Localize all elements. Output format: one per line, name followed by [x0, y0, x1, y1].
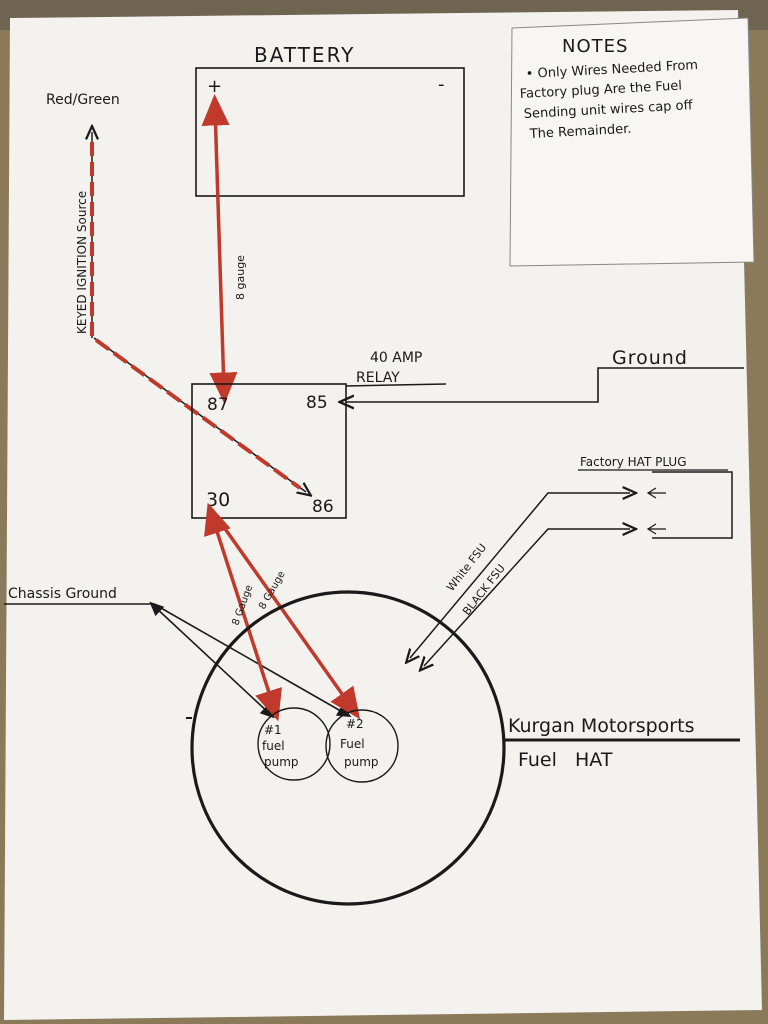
- fuel-pump-1: [257, 707, 331, 781]
- battery-plus: +: [207, 76, 222, 97]
- factory-plug-pin-1: [646, 487, 666, 499]
- chassis-ground-label: Chassis Ground: [8, 586, 117, 602]
- factory-plug-pin-2: [646, 523, 666, 535]
- relay-pin-86: 86: [312, 497, 334, 517]
- battery-wire-gauge: 8 gauge: [234, 255, 247, 300]
- notes-card: [509, 17, 755, 267]
- pump2-line-2: Fuel: [340, 737, 365, 751]
- factory-plug-label: Factory HAT PLUG: [580, 455, 687, 469]
- relay-pin-30: 30: [206, 489, 230, 511]
- relay-title-underline: [345, 383, 447, 387]
- relay-pin-85: 85: [306, 393, 328, 413]
- ignition-wire-diag-black: [93, 337, 306, 492]
- relay-pin-87: 87: [207, 395, 229, 415]
- ignition-source-label: KEYED IGNITION Source: [75, 191, 89, 334]
- battery-minus: -: [438, 74, 445, 95]
- fuel-hat-outline: [190, 590, 506, 906]
- fuel-hat-brand: Kurgan Motorsports: [508, 715, 694, 737]
- pump1-line-3: pump: [264, 755, 299, 769]
- ignition-wire-diag-red: [94, 338, 302, 490]
- pump1-line-1: #1: [264, 723, 282, 737]
- notes-title: NOTES: [562, 36, 628, 57]
- ground-label: Ground: [612, 347, 688, 369]
- relay-to-pump2-wire: [214, 514, 361, 720]
- relay-to-pump1-wire: [204, 502, 282, 722]
- pump1-line-2: fuel: [262, 739, 285, 753]
- pump2-line-3: pump: [344, 755, 379, 769]
- ignition-wire-color: Red/Green: [46, 92, 120, 108]
- ground-wire: [346, 367, 744, 402]
- battery-box: [195, 67, 465, 197]
- relay-title-1: 40 AMP: [370, 350, 422, 366]
- fuel-pump-2: [325, 709, 399, 783]
- black-fsu-wire: [424, 529, 630, 666]
- notes-line-4: The Remainder.: [528, 122, 631, 142]
- fuel-hat-name: Fuel HAT: [518, 749, 613, 771]
- pump2-line-1: #2: [346, 717, 364, 731]
- relay-title-2: RELAY: [356, 370, 400, 386]
- factory-plug-box: [652, 471, 733, 539]
- battery-to-relay-wire: [201, 94, 238, 404]
- battery-title: BATTERY: [254, 43, 355, 67]
